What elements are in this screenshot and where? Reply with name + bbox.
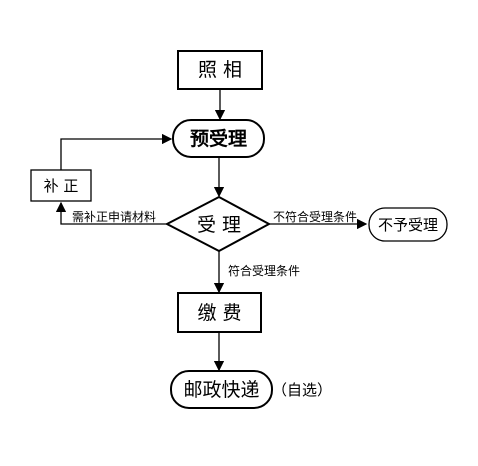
accept-decision-label: 受 理 [197,214,241,236]
meet-edge-label: 符合受理条件 [228,263,300,278]
pay-node-box [177,292,262,333]
arrow-correction-to-pre-accept [60,133,173,170]
need-correction-edge-label: 需补正申请材料 [72,210,156,224]
correction-node-box [30,169,92,202]
arrow-accept-to-correction [55,201,167,225]
photo-node-label: 照 相 [198,59,242,81]
express-node-box [170,370,273,409]
reject-node-label: 不予受理 [378,216,438,234]
reject-node-box [368,207,448,242]
pay-node-label: 缴 费 [197,302,241,324]
not-meet-edge-label: 不符合受理条件 [273,209,357,224]
optional-note: （自选） [272,381,332,399]
correction-node-label: 补 正 [44,177,79,195]
express-node-label: 邮政快递 [183,379,259,401]
pre-accept-node-label: 预受理 [190,127,247,150]
